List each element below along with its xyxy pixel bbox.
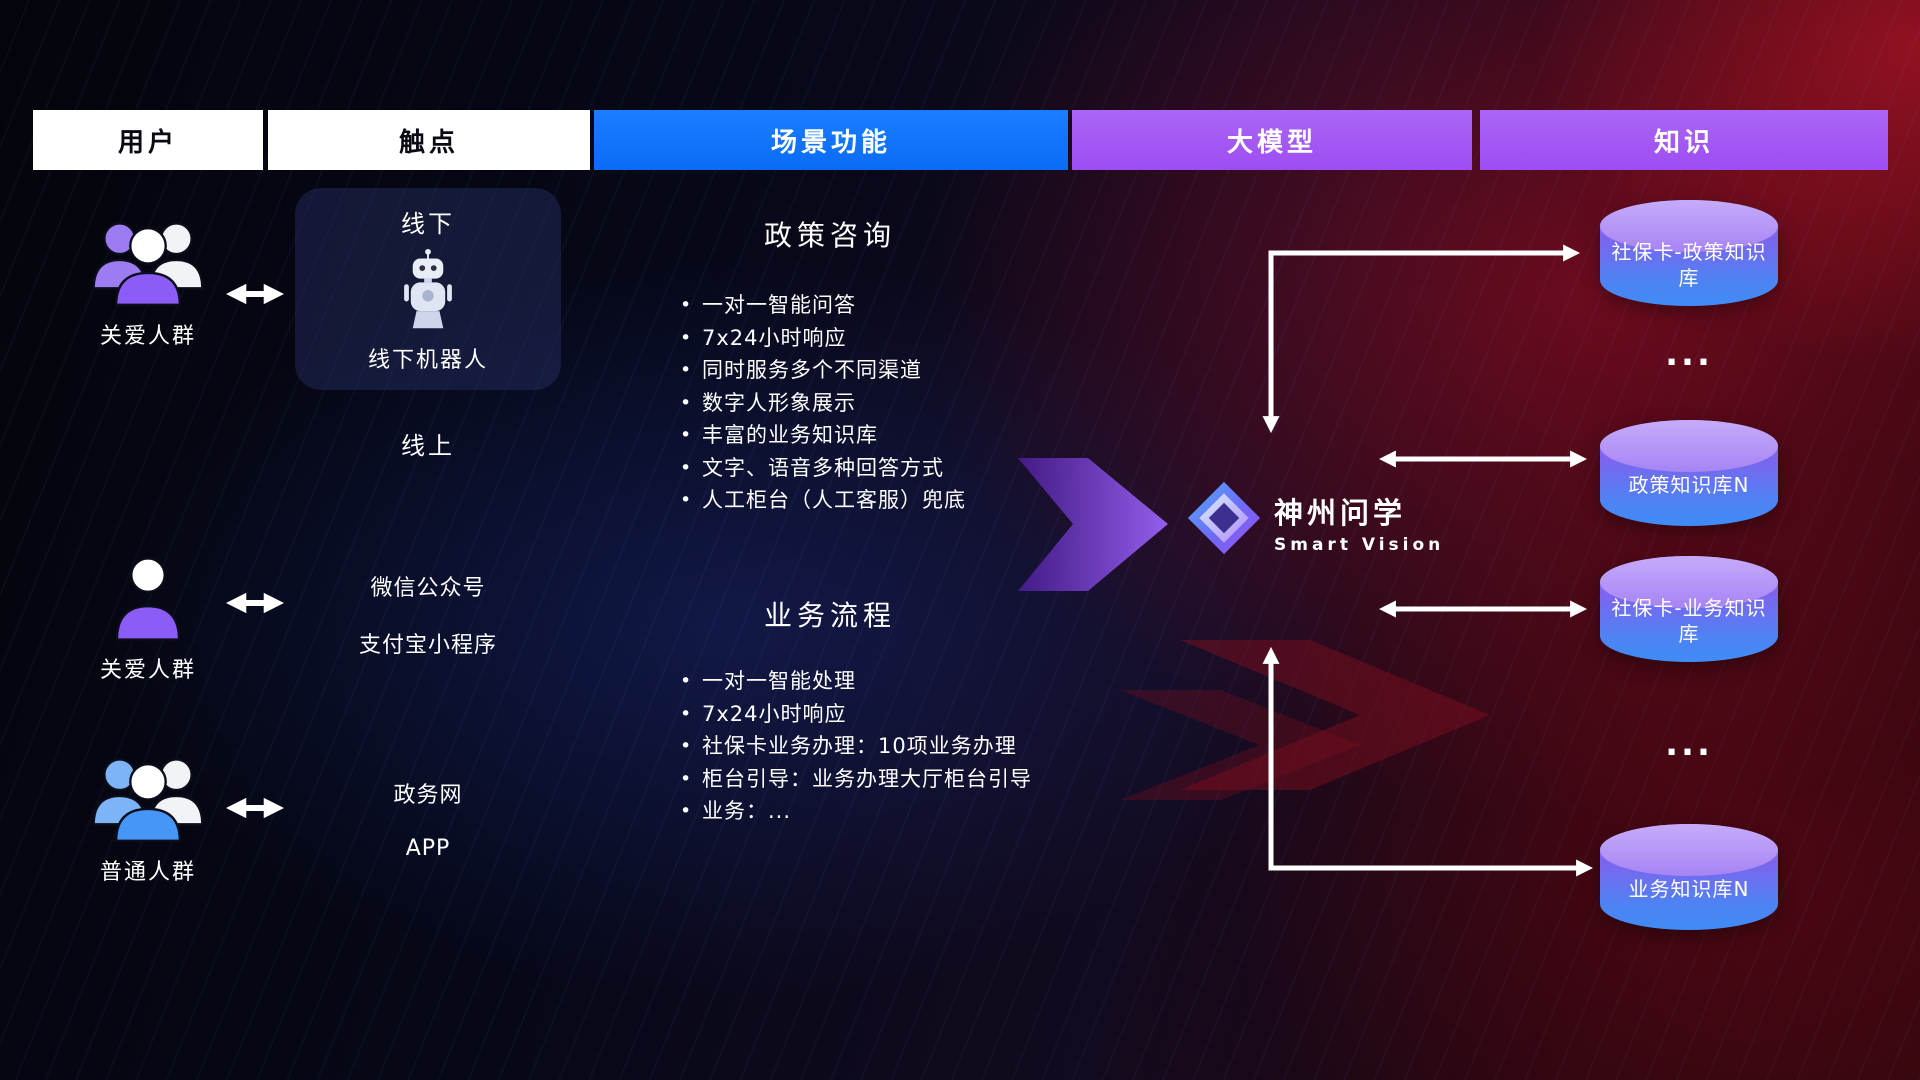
offline-touchpoint-panel: 线下 线下机器人 bbox=[295, 188, 561, 390]
column-header-users: 用户 bbox=[33, 110, 263, 170]
touchpoint-app: APP bbox=[405, 836, 451, 861]
model-logo-text: 神州问学 Smart Vision bbox=[1274, 490, 1444, 555]
feature-item: 一对一智能处理 bbox=[678, 666, 1032, 699]
feature-item: 人工柜台（人工客服）兜底 bbox=[678, 485, 966, 518]
column-header-scenario-functions: 场景功能 bbox=[594, 110, 1068, 170]
feature-item: 柜台引导：业务办理大厅柜台引导 bbox=[678, 764, 1032, 797]
db-label: 社保卡-政策知识库 bbox=[1611, 240, 1767, 290]
database-icon bbox=[1600, 556, 1778, 608]
business-process-title: 业务流程 bbox=[763, 599, 896, 632]
knowledge-db-policy-socialcard: 社保卡-政策知识库 bbox=[1600, 200, 1778, 306]
feature-item: 文字、语音多种回答方式 bbox=[678, 453, 966, 486]
user-person-care-2: 关爱人群 bbox=[63, 556, 233, 684]
user-label: 关爱人群 bbox=[99, 658, 196, 683]
database-icon bbox=[1600, 420, 1778, 472]
online-title: 线上 bbox=[401, 432, 455, 460]
business-feature-list: 一对一智能处理 7x24小时响应 社保卡业务办理：10项业务办理 柜台引导：业务… bbox=[678, 666, 1032, 829]
database-icon bbox=[1600, 824, 1778, 876]
column-header-touchpoints: 触点 bbox=[268, 110, 590, 170]
user-label: 关爱人群 bbox=[99, 324, 196, 349]
column-header-large-model: 大模型 bbox=[1072, 110, 1472, 170]
user-group-general: 普通人群 bbox=[63, 748, 233, 886]
db-label: 社保卡-业务知识库 bbox=[1611, 596, 1767, 646]
ellipsis-indicator: ... bbox=[1665, 334, 1713, 374]
smart-vision-logo-icon bbox=[1187, 481, 1261, 555]
offline-title: 线下 bbox=[401, 210, 455, 238]
knowledge-db-policy-n: 政策知识库N bbox=[1600, 420, 1778, 526]
offline-robot-label: 线下机器人 bbox=[367, 348, 488, 373]
column-header-knowledge: 知识 bbox=[1480, 110, 1888, 170]
touchpoint-alipay-miniapp: 支付宝小程序 bbox=[358, 633, 497, 658]
feature-item: 同时服务多个不同渠道 bbox=[678, 355, 966, 388]
model-name: 神州问学 bbox=[1274, 496, 1407, 530]
user-label: 普通人群 bbox=[99, 860, 196, 885]
policy-consultation-title: 政策咨询 bbox=[763, 219, 896, 252]
touchpoint-wechat: 微信公众号 bbox=[370, 576, 486, 601]
feature-item: 7x24小时响应 bbox=[678, 323, 966, 356]
model-subtitle: Smart Vision bbox=[1274, 535, 1445, 555]
feature-item: 数字人形象展示 bbox=[678, 388, 966, 421]
user-group-care-1: 关爱人群 bbox=[63, 212, 233, 350]
knowledge-db-business-socialcard: 社保卡-业务知识库 bbox=[1600, 556, 1778, 662]
person-icon bbox=[115, 557, 181, 641]
database-icon bbox=[1600, 200, 1778, 252]
feature-item: 业务：... bbox=[678, 796, 1032, 829]
feature-item: 一对一智能问答 bbox=[678, 290, 966, 323]
feature-item: 社保卡业务办理：10项业务办理 bbox=[678, 731, 1032, 764]
robot-icon bbox=[404, 248, 452, 328]
ellipsis-indicator: ... bbox=[1665, 724, 1713, 764]
flow-arrow-icon bbox=[1018, 458, 1168, 591]
knowledge-db-business-n: 业务知识库N bbox=[1600, 824, 1778, 930]
policy-feature-list: 一对一智能问答 7x24小时响应 同时服务多个不同渠道 数字人形象展示 丰富的业… bbox=[678, 290, 966, 518]
group-icon bbox=[92, 222, 204, 307]
db-label: 业务知识库N bbox=[1628, 877, 1750, 901]
db-label: 政策知识库N bbox=[1628, 473, 1750, 497]
feature-item: 7x24小时响应 bbox=[678, 699, 1032, 732]
group-icon bbox=[92, 758, 204, 843]
feature-item: 丰富的业务知识库 bbox=[678, 420, 966, 453]
touchpoint-gov-web: 政务网 bbox=[393, 783, 463, 808]
